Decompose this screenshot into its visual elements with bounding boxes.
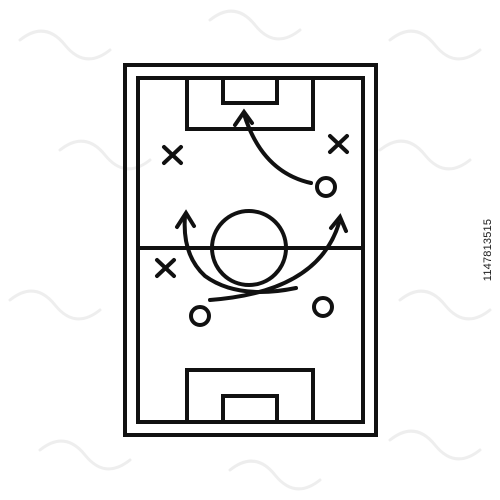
curved-arrow-icon [233,108,313,185]
o-marker-icon [189,305,211,327]
o-marker-icon [315,176,337,198]
o-marker-icon [312,296,334,318]
center-circle [210,209,288,287]
stock-image-id: 1147813515 [482,218,494,282]
x-marker-icon [155,258,176,278]
bottom-goal-box [221,394,279,424]
x-marker-icon [328,134,349,154]
curved-arrow-icon [208,213,348,302]
pitch-outer-border [123,63,378,437]
x-marker-icon [162,145,183,165]
top-goal-box [221,76,279,105]
